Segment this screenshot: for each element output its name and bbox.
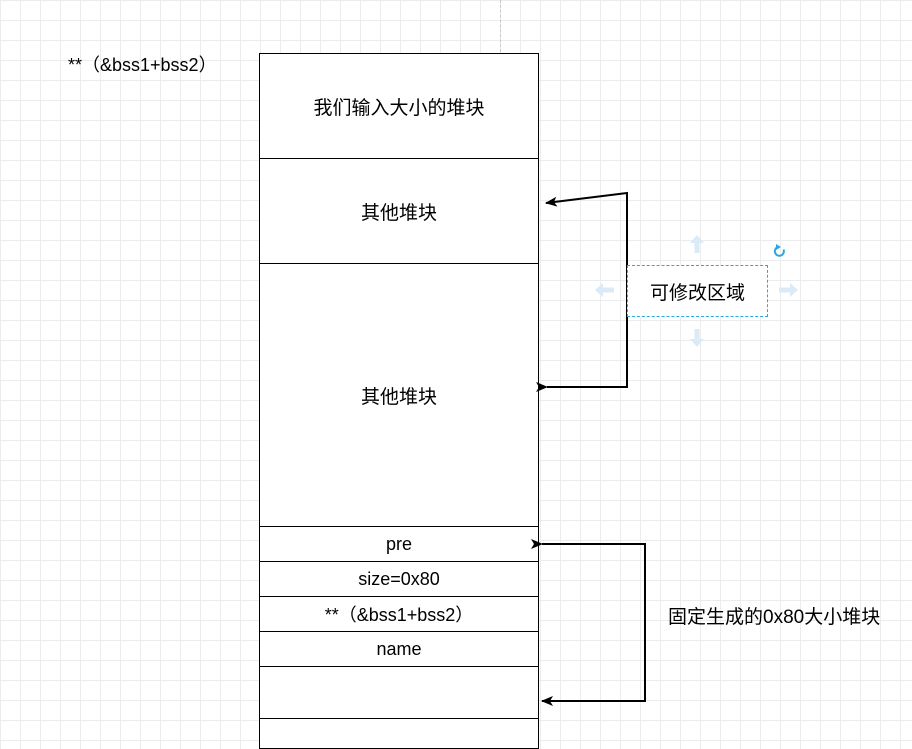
size-field-label: size=0x80 [358,568,440,589]
name-field-label: name [376,638,422,659]
move-right-arrow-icon[interactable] [779,283,798,297]
empty-field-block-1[interactable] [259,667,539,719]
pre-field-label: pre [385,533,412,554]
guide-line [500,0,501,52]
other-chunk-block-2[interactable]: 其他堆块 [259,264,539,527]
move-left-arrow-icon[interactable] [595,283,614,297]
rotate-icon[interactable] [773,244,785,257]
input-chunk-label: 我们输入大小的堆块 [313,97,485,119]
size-field-block[interactable]: size=0x80 [259,562,539,597]
move-down-arrow-icon[interactable] [690,329,704,347]
other-chunk-label-2: 其他堆块 [360,386,437,408]
top-pointer-label[interactable]: **（&bss1+bss2） [68,55,217,75]
input-chunk-block[interactable]: 我们输入大小的堆块 [259,53,539,159]
modifiable-region-text: 可修改区域 [649,282,745,304]
modifiable-region-label[interactable]: 可修改区域 [627,265,768,317]
pointer-field-block[interactable]: **（&bss1+bss2） [259,597,539,632]
other-chunk-label-1: 其他堆块 [360,202,437,224]
pointer-field-label: **（&bss1+bss2） [324,605,474,625]
fixed-chunk-bracket[interactable] [531,539,646,706]
modifiable-region-bracket[interactable] [536,191,628,392]
move-up-arrow-icon[interactable] [690,235,704,253]
pre-field-block[interactable]: pre [259,527,539,562]
fixed-chunk-label[interactable]: 固定生成的0x80大小堆块 [668,607,881,628]
name-field-block[interactable]: name [259,632,539,667]
